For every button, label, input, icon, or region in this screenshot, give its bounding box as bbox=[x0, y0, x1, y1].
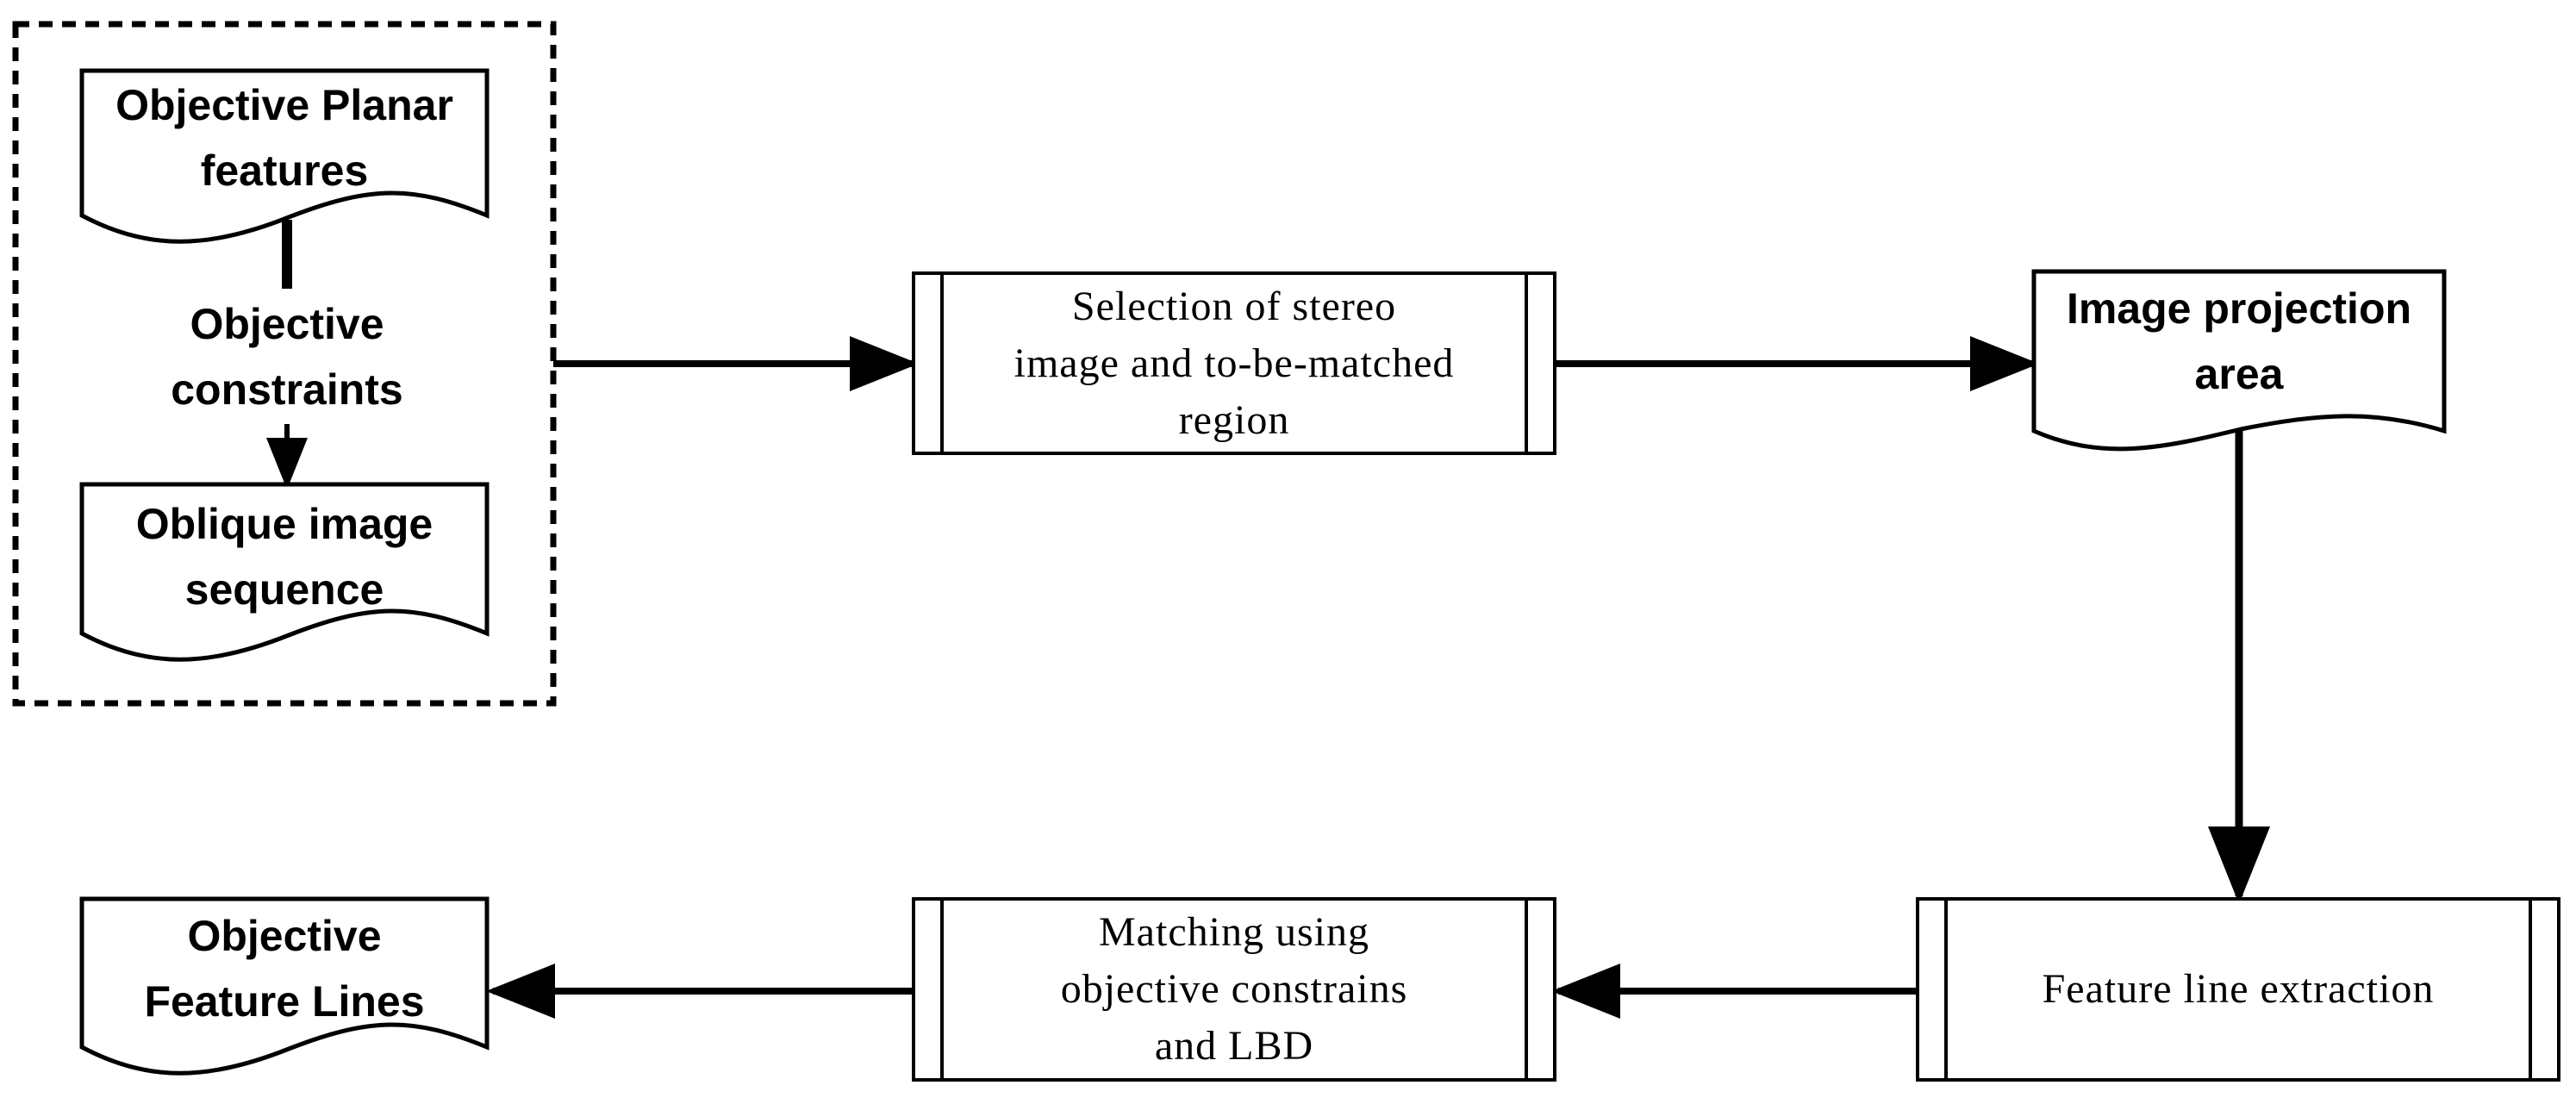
matching-process-box bbox=[912, 897, 1556, 1082]
image-projection-area-label: Image projection area bbox=[2066, 284, 2412, 398]
input-group-boundary bbox=[12, 21, 557, 707]
objective-planar-features-label: Objective Planar features bbox=[115, 80, 453, 195]
image-projection-area-shape bbox=[2031, 269, 2447, 452]
selection-process-box bbox=[912, 271, 1556, 455]
feature-line-extraction-box bbox=[1916, 897, 2560, 1082]
oblique-image-sequence-shape bbox=[79, 482, 490, 662]
objective-planar-features-shape bbox=[79, 68, 490, 244]
objective-feature-lines-shape bbox=[79, 896, 490, 1076]
objective-constraints-label: Objective constraints bbox=[171, 300, 403, 414]
selection-process-label: Selection of stereo image and to-be-matc… bbox=[1014, 283, 1455, 443]
feature-line-extraction-label: Feature line extraction bbox=[2042, 966, 2435, 1012]
objective-feature-lines-label: Objective Feature Lines bbox=[144, 911, 425, 1026]
matching-process-label: Matching using objective constrains and … bbox=[1060, 909, 1408, 1069]
oblique-image-sequence-label: Oblique image sequence bbox=[135, 499, 433, 614]
